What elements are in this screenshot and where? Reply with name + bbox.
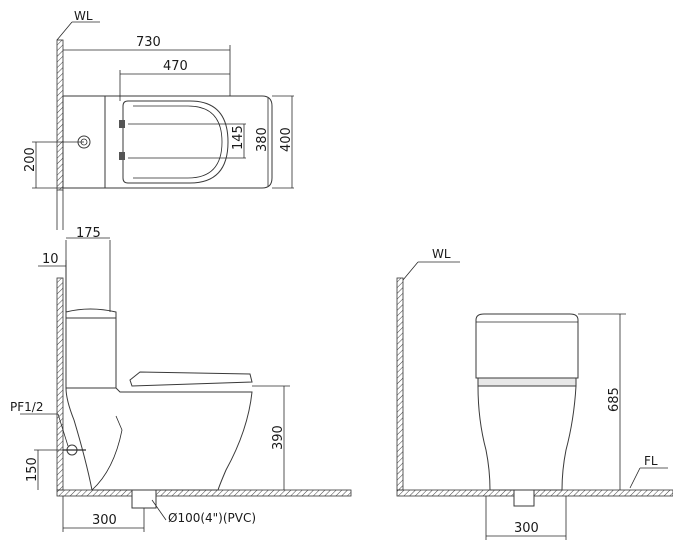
top-view: WL 730 470 145 380 400 200 — [23, 9, 294, 230]
front-view: WL 685 FL 300 — [396, 247, 673, 540]
side-drain-pipe — [131, 489, 157, 509]
top-wl-label: WL — [74, 9, 93, 23]
top-hinge-upper — [119, 120, 125, 128]
top-hinge-lower — [119, 152, 125, 160]
side-tank-lid — [65, 308, 117, 319]
dim-top-380: 380 — [255, 127, 270, 152]
dim-front-300: 300 — [514, 521, 539, 536]
dim-top-470: 470 — [163, 59, 188, 74]
front-wall-hatch — [396, 277, 404, 491]
front-drain-pipe — [513, 489, 535, 507]
dim-front-685: 685 — [607, 387, 622, 412]
dim-side-175: 175 — [76, 226, 101, 241]
side-view: 175 10 390 150 300 PF1/2 Ø100(4")(PVC) — [10, 226, 352, 532]
front-seat — [477, 377, 577, 387]
side-floor-hatch — [56, 489, 352, 497]
dim-top-145: 145 — [231, 125, 246, 150]
side-pf-label: PF1/2 — [10, 400, 43, 414]
side-bowl-body — [65, 387, 253, 491]
dim-side-390: 390 — [271, 425, 286, 450]
dim-top-400: 400 — [279, 127, 294, 152]
side-drain-label: Ø100(4")(PVC) — [168, 511, 256, 525]
front-bowl-body — [477, 385, 577, 491]
top-seat-outline — [122, 100, 229, 184]
side-wall-hatch — [56, 277, 64, 491]
side-seat — [129, 371, 253, 387]
dim-side-300: 300 — [92, 513, 117, 528]
front-tank — [475, 313, 579, 379]
dim-side-10: 10 — [42, 252, 59, 267]
side-tank — [65, 317, 117, 389]
front-fl-label: FL — [644, 454, 658, 468]
front-wl-label: WL — [432, 247, 451, 261]
top-seat-inner — [133, 105, 223, 179]
dim-side-150: 150 — [25, 457, 40, 482]
dim-top-730: 730 — [136, 35, 161, 50]
top-wall-hatch — [56, 39, 64, 191]
dim-top-200: 200 — [23, 147, 38, 172]
front-floor-hatch — [396, 489, 673, 497]
